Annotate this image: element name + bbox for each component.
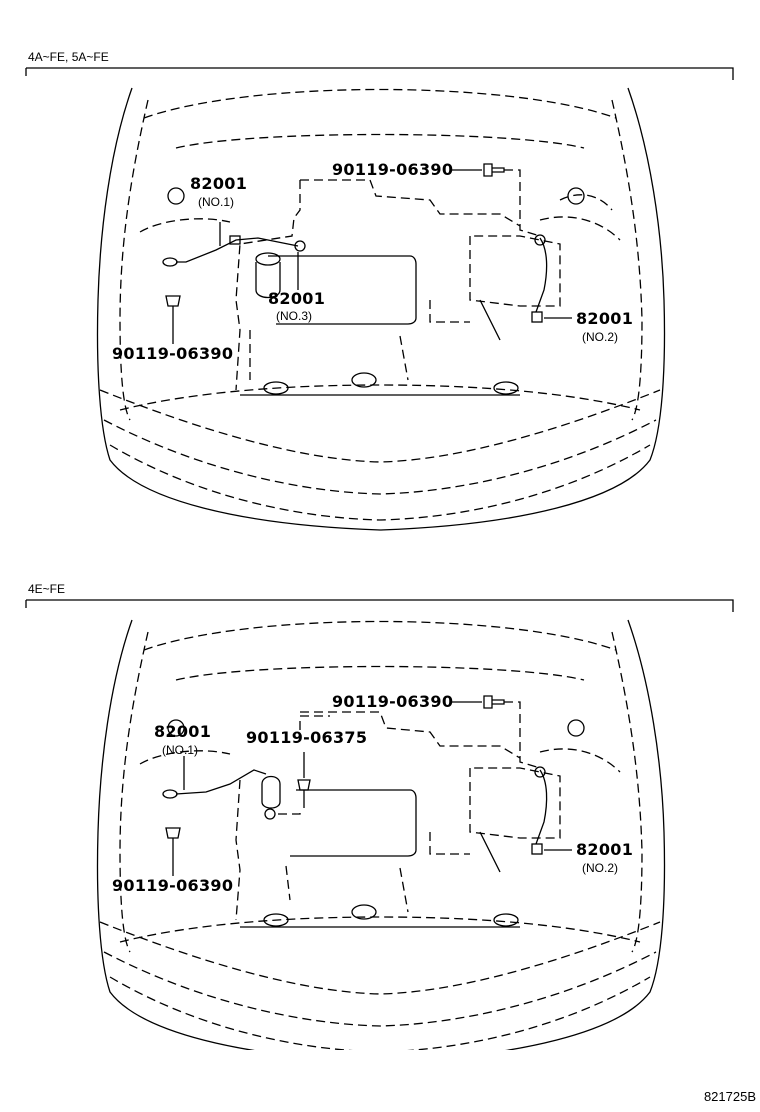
part-82001-no2-note: (NO.2): [582, 330, 618, 344]
part-82001-no2: 82001: [576, 309, 634, 328]
part-82001-no2-b-note: (NO.2): [582, 861, 618, 875]
part-82001-no1: 82001: [190, 174, 248, 193]
engine-bay-diagram-1: [25, 67, 734, 531]
part-90119-06390-top: 90119-06390: [332, 160, 454, 179]
part-82001-no3: 82001: [268, 289, 326, 308]
part-90119-06390-left: 90119-06390: [112, 344, 234, 363]
part-90119-06390-top-b: 90119-06390: [332, 692, 454, 711]
part-90119-06375: 90119-06375: [246, 728, 368, 747]
part-82001-no1-b-note: (NO.1): [162, 743, 198, 757]
part-82001-no1-b: 82001: [154, 722, 212, 741]
section-label-engine-2: 4E~FE: [28, 582, 66, 596]
section-label-engine-1: 4A~FE, 5A~FE: [28, 50, 109, 64]
engine-bay-diagram-2: [25, 599, 734, 1050]
diagram-reference-code: 821725B: [703, 1089, 756, 1104]
part-82001-no3-note: (NO.3): [276, 309, 312, 323]
part-82001-no1-note: (NO.1): [198, 195, 234, 209]
part-90119-06390-left-b: 90119-06390: [112, 876, 234, 895]
part-82001-no2-b: 82001: [576, 840, 634, 859]
